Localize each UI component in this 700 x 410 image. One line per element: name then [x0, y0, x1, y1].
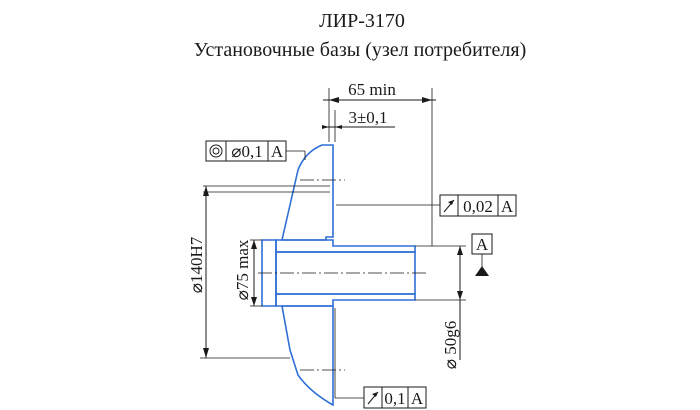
housing-upper	[280, 144, 334, 241]
tolerance-coaxiality: ⌀0,1 A	[205, 140, 306, 162]
housing-section	[280, 144, 334, 407]
runout-face-datum: A	[501, 197, 514, 216]
dimension-65-label: 65 min	[348, 80, 396, 99]
title-line-1: ЛИР-3170	[319, 10, 405, 32]
dimension-shoulder: 3±0,1	[322, 108, 395, 142]
dimension-50g6-label: ⌀ 50g6	[441, 321, 460, 370]
coaxiality-value: ⌀0,1	[231, 142, 263, 161]
sleeve-top	[275, 239, 416, 253]
sleeve-bottom	[275, 293, 416, 307]
runout-bottom-value: 0,1	[384, 389, 405, 408]
coaxiality-datum: A	[271, 142, 284, 161]
dimension-65-min: 65 min	[323, 80, 436, 246]
dimension-75-label: ⌀75 max	[233, 239, 252, 300]
housing-lower	[281, 305, 334, 407]
datum-a-label: A	[476, 235, 489, 254]
dimension-140h7: ⌀140H7	[187, 186, 290, 359]
datum-a-marker: A	[471, 233, 493, 276]
runout-bottom-datum: A	[411, 389, 424, 408]
tolerance-runout-face: 0,02 A	[336, 194, 517, 217]
dimension-75-max: ⌀75 max	[233, 239, 262, 307]
title-line-2: Установочные базы (узел потребителя)	[194, 39, 527, 61]
recess-step	[261, 239, 277, 307]
dimension-shoulder-label: 3±0,1	[348, 108, 387, 127]
dimension-50g6: ⌀ 50g6	[415, 245, 466, 370]
dimension-140h7-label: ⌀140H7	[187, 236, 206, 293]
tolerance-runout-bottom: 0,1 A	[334, 308, 427, 409]
runout-face-value: 0,02	[463, 197, 493, 216]
